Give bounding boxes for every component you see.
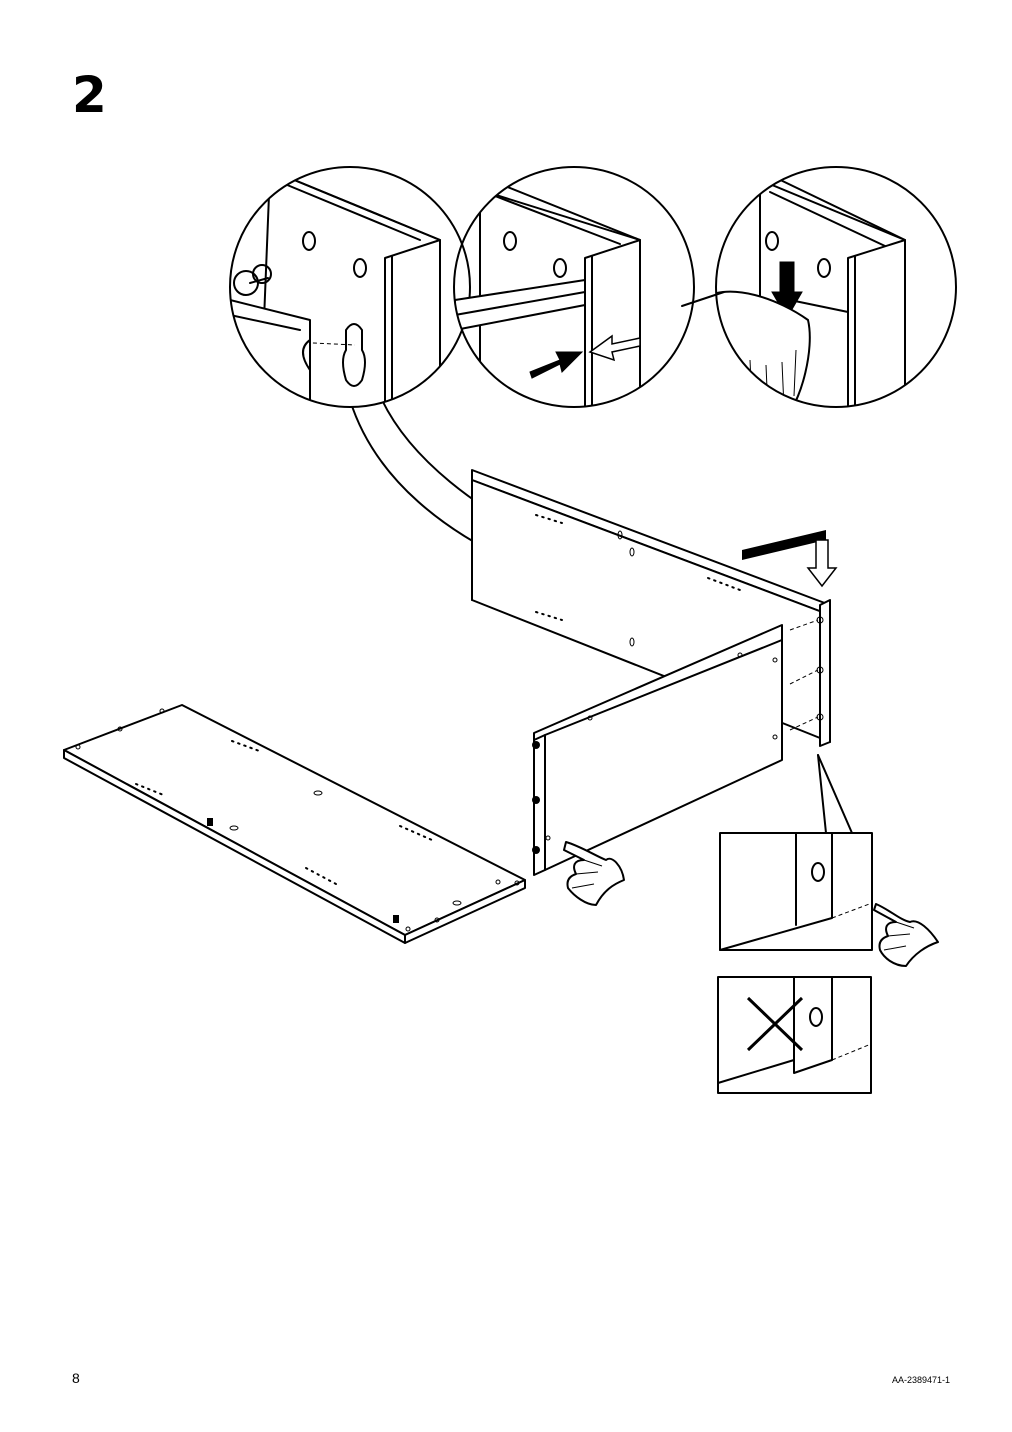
side-panel bbox=[532, 624, 783, 876]
push-arrow-icon bbox=[529, 351, 584, 379]
slide-direction-bar bbox=[742, 530, 826, 560]
detail-box-wrong bbox=[717, 976, 872, 1094]
document-code: AA-2389471-1 bbox=[891, 1375, 950, 1385]
detail-box-correct bbox=[719, 832, 873, 951]
bottom-panel bbox=[63, 704, 526, 944]
detail-circle-keyhole bbox=[229, 166, 471, 408]
page-number: 8 bbox=[72, 1370, 80, 1386]
pointing-hand-icon bbox=[563, 841, 625, 906]
wrong-cross-icon bbox=[746, 996, 804, 1052]
drop-arrow-icon bbox=[806, 539, 838, 588]
step-number: 2 bbox=[72, 66, 107, 124]
detail-circle-push bbox=[453, 166, 695, 408]
pointing-hand-icon bbox=[873, 903, 939, 967]
detail-circle-press-down bbox=[715, 166, 957, 408]
end-panel bbox=[789, 599, 831, 747]
